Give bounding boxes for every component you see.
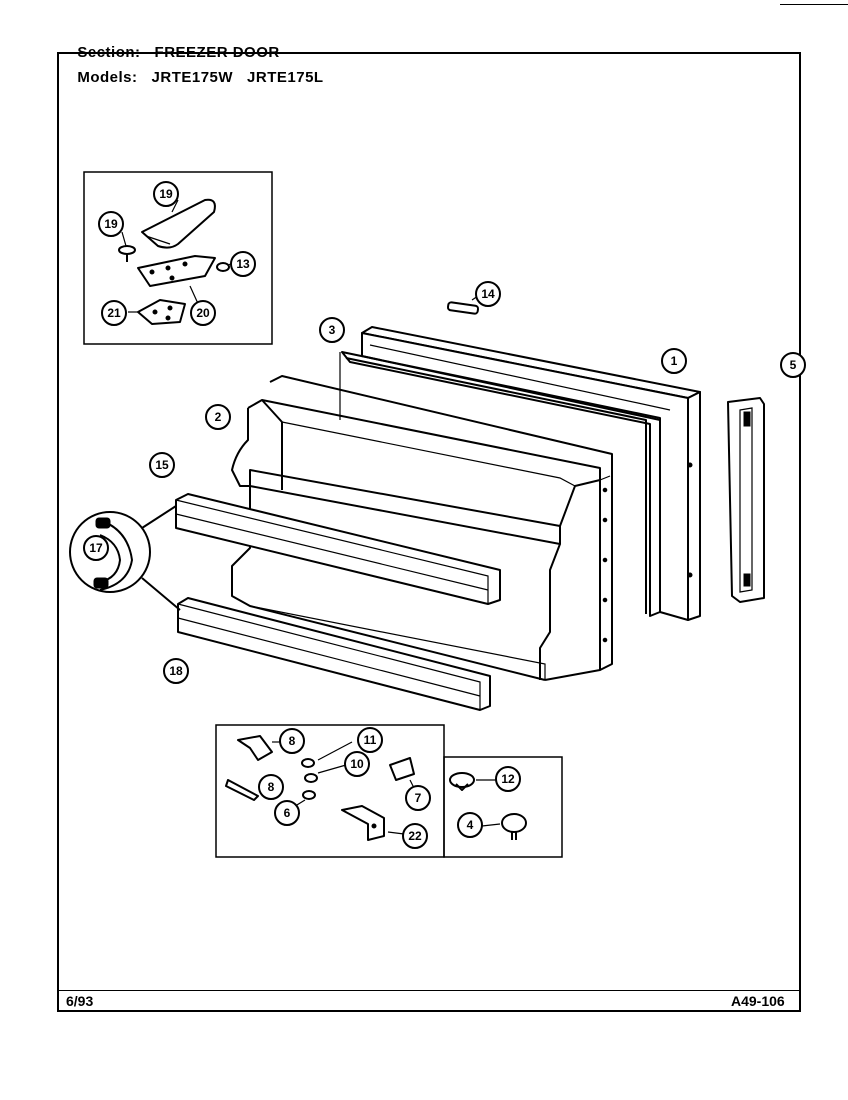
callout-12: 12	[495, 766, 521, 792]
callout-2: 2	[205, 404, 231, 430]
callout-label: 6	[284, 806, 291, 820]
door-stop-pin	[446, 301, 480, 315]
callout-label: 22	[408, 829, 422, 843]
callout-label: 4	[467, 818, 474, 832]
callout-8-bracket: 8	[279, 728, 305, 754]
callout-19-hinge-cover: 19	[153, 181, 179, 207]
outer-door-panel	[361, 326, 701, 621]
callout-label: 8	[268, 780, 275, 794]
spacer-washers	[301, 758, 318, 800]
door-handle	[727, 397, 765, 603]
callout-label: 21	[107, 306, 121, 320]
callout-label: 5	[790, 358, 797, 372]
callout-label: 12	[501, 772, 515, 786]
models-header: Models: JRTE175W JRTE175L	[68, 52, 324, 86]
callout-label: 3	[329, 323, 336, 337]
cam-bracket	[341, 805, 385, 841]
callout-18: 18	[163, 658, 189, 684]
door-stop-bracket	[389, 757, 415, 781]
callout-label: 18	[169, 664, 183, 678]
hardware-box-right	[443, 756, 563, 858]
hinge-plug	[449, 772, 475, 791]
callout-21: 21	[101, 300, 127, 326]
mushroom-plug	[501, 813, 527, 840]
callout-10: 10	[344, 751, 370, 777]
corner-rule	[780, 4, 848, 5]
callout-label: 14	[481, 287, 495, 301]
callout-14: 14	[475, 281, 501, 307]
callout-6: 6	[274, 800, 300, 826]
callout-label: 2	[215, 410, 222, 424]
footer-date: 6/93	[66, 993, 94, 1009]
upper-hinge-plate	[137, 255, 216, 287]
callout-label: 8	[289, 734, 296, 748]
callout-label: 15	[155, 458, 169, 472]
callout-label: 19	[159, 187, 173, 201]
shelf-end-cap-detail	[69, 505, 181, 611]
callout-13: 13	[230, 251, 256, 277]
callout-1: 1	[661, 348, 687, 374]
handle-insert	[225, 779, 259, 801]
callout-7: 7	[405, 785, 431, 811]
callout-3: 3	[319, 317, 345, 343]
diagram-frame	[57, 52, 801, 1012]
lower-shelf-bar	[177, 597, 491, 711]
callout-11: 11	[357, 727, 383, 753]
inner-door-liner	[231, 375, 613, 681]
door-gasket	[339, 351, 661, 617]
callout-15: 15	[149, 452, 175, 478]
footer-page-code: A49-106	[731, 993, 785, 1009]
callout-8-insert: 8	[258, 774, 284, 800]
callout-5: 5	[780, 352, 806, 378]
callout-label: 19	[104, 217, 118, 231]
callout-label: 10	[350, 757, 364, 771]
models-label: Models:	[77, 69, 138, 86]
hinge-cover	[141, 198, 216, 249]
callout-label: 7	[415, 791, 422, 805]
lower-hinge-plate	[137, 299, 186, 325]
callout-20: 20	[190, 300, 216, 326]
callout-label: 11	[364, 733, 377, 747]
models-value: JRTE175W JRTE175L	[151, 69, 324, 86]
footer-rule	[57, 990, 801, 991]
callout-19-screw: 19	[98, 211, 124, 237]
hinge-washer	[216, 262, 230, 272]
handle-bracket	[237, 735, 273, 761]
callout-22: 22	[402, 823, 428, 849]
callout-label: 13	[236, 257, 250, 271]
hinge-inset-box	[83, 171, 273, 345]
callout-4: 4	[457, 812, 483, 838]
callout-label: 20	[196, 306, 210, 320]
callout-17: 17	[83, 535, 109, 561]
upper-shelf-bar	[175, 493, 501, 605]
hinge-screw	[118, 245, 136, 262]
callout-label: 17	[89, 541, 103, 555]
callout-label: 1	[671, 354, 678, 368]
